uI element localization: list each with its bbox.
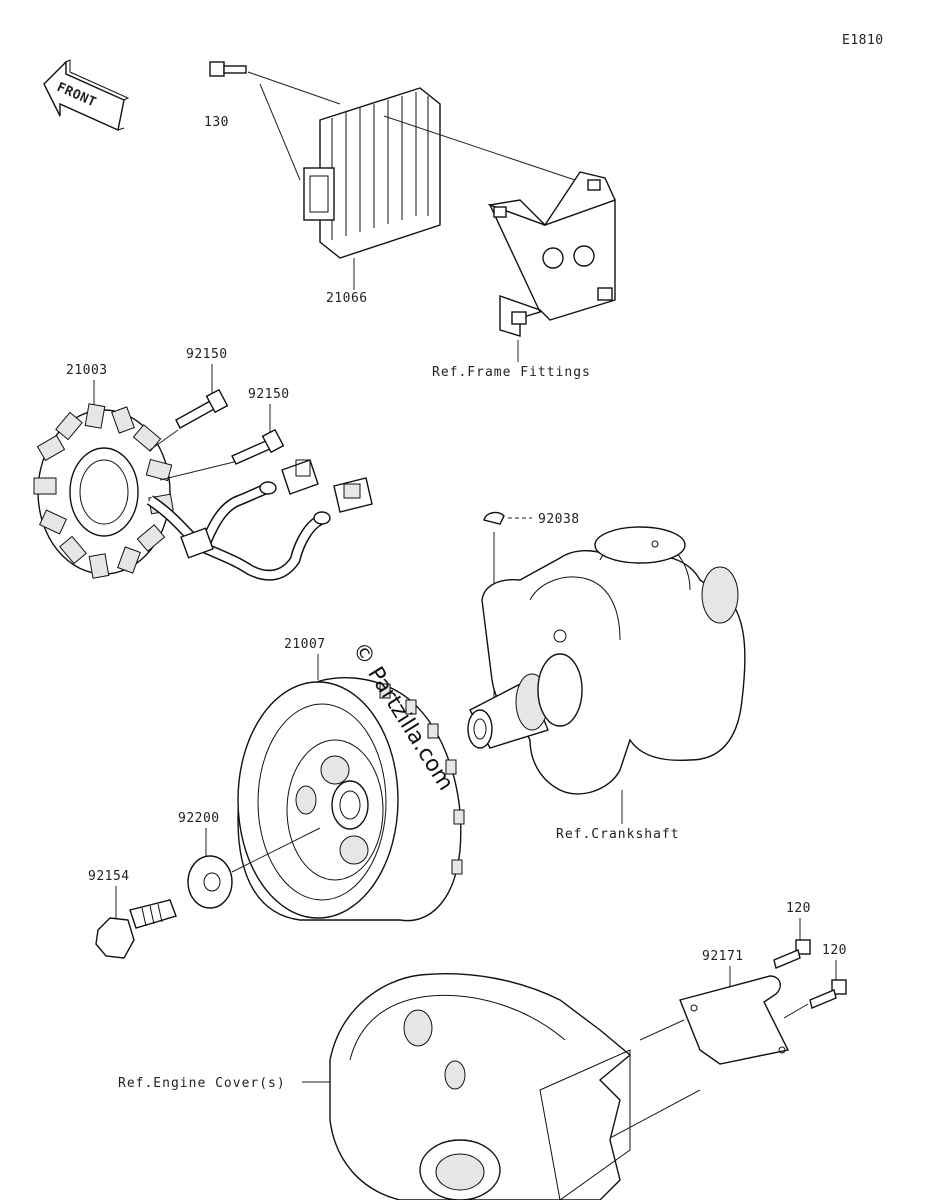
bolt-92150-b[interactable] [231, 428, 285, 465]
front-arrow-icon: FRONT [43, 59, 130, 131]
regulator-rectifier[interactable] [303, 87, 441, 259]
callout-92154: 92154 [88, 869, 130, 884]
callout-130: 130 [204, 115, 229, 130]
callout-21003: 21003 [66, 363, 108, 378]
woodruff-key-92038[interactable] [483, 511, 505, 525]
ref-engine-cover: Ref.Engine Cover(s) [118, 1076, 286, 1091]
flywheel-rotor[interactable] [237, 676, 465, 922]
engine-cover [329, 973, 632, 1200]
screw-120-b[interactable] [809, 979, 847, 1009]
callout-92150-b: 92150 [248, 387, 290, 402]
callout-92150-a: 92150 [186, 347, 228, 362]
callout-21066: 21066 [326, 291, 368, 306]
screw-120-a[interactable] [773, 939, 811, 969]
ref-frame-fittings: Ref.Frame Fittings [432, 365, 591, 380]
crankshaft [467, 526, 746, 795]
stator-wire-harness [146, 481, 331, 581]
connector-male[interactable] [281, 459, 319, 495]
bolt-130[interactable] [209, 61, 247, 77]
bolt-92150-a[interactable] [175, 388, 229, 429]
connector-female[interactable] [333, 477, 373, 513]
callout-92171: 92171 [702, 949, 744, 964]
callout-92038: 92038 [538, 512, 580, 527]
callout-120-a: 120 [786, 901, 811, 916]
callout-21007: 21007 [284, 637, 326, 652]
flange-bolt-92154[interactable] [95, 899, 177, 959]
cover-plate-92171[interactable] [679, 975, 790, 1065]
diagram-code: E1810 [842, 33, 884, 48]
ref-crankshaft: Ref.Crankshaft [556, 827, 680, 842]
callout-120-b: 120 [822, 943, 847, 958]
washer-92200[interactable] [187, 855, 233, 909]
callout-92200: 92200 [178, 811, 220, 826]
stator-coil[interactable] [33, 403, 174, 579]
frame-fittings-bracket [487, 171, 616, 337]
